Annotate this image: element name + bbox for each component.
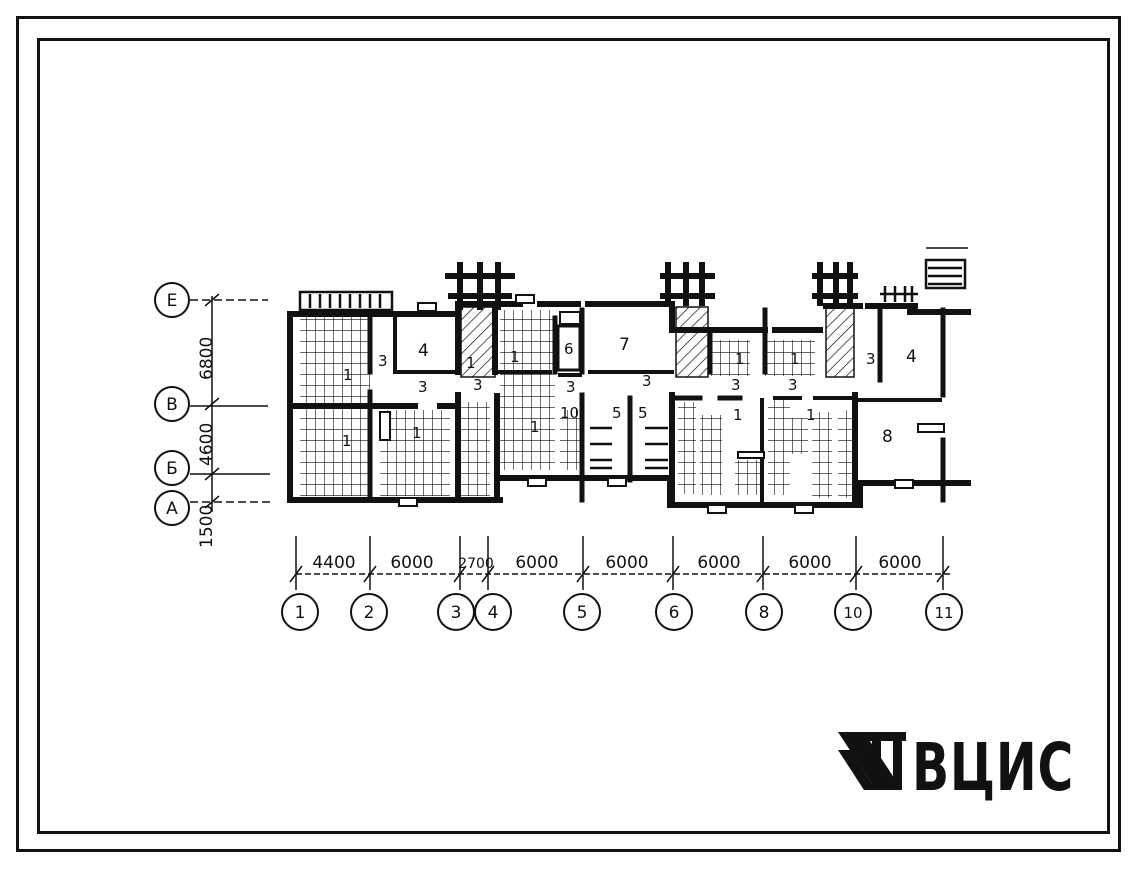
column-axes	[281, 593, 963, 631]
axis-label: Е	[167, 291, 178, 311]
sheet-outer-frame	[16, 16, 1121, 852]
stairs	[298, 247, 968, 470]
room-num: 3	[378, 352, 388, 370]
logo-text: ВЦИС	[912, 729, 1074, 806]
dim-row: 1500	[197, 505, 217, 548]
dim-row: 6800	[197, 337, 217, 380]
vtsis-logo: ВЦИС	[838, 729, 1074, 806]
dim-col: 6000	[605, 553, 648, 573]
room-num: 1	[733, 406, 743, 424]
room-num: 3	[788, 376, 798, 394]
axis-label: А	[166, 499, 178, 519]
room-num: 3	[418, 378, 428, 396]
room-num: 1	[510, 348, 520, 366]
room-num: 5	[638, 404, 648, 422]
axis-label: 8	[759, 603, 770, 623]
room-num: 1	[790, 350, 800, 368]
room-num: 10	[560, 404, 579, 422]
row-axes: Е В Б А 6800 4600 1500	[154, 282, 272, 548]
dim-col: 6000	[788, 553, 831, 573]
room-num: 1	[806, 406, 816, 424]
room-num: 1	[342, 432, 352, 450]
room-num: 4	[906, 347, 917, 367]
room-num: 3	[566, 378, 576, 396]
axis-label: 2	[364, 603, 375, 623]
roof-risers	[445, 262, 858, 310]
walls	[287, 301, 971, 508]
room-num: 3	[866, 350, 876, 368]
dim-row: 4600	[197, 423, 217, 466]
axis-label: 4	[488, 603, 499, 623]
room-num: 5	[612, 404, 622, 422]
axis-label: Б	[166, 459, 178, 479]
axis-label: В	[166, 395, 178, 415]
room-num: 1	[343, 366, 353, 384]
column-dim-values: 4400 6000 2700 6000 6000 6000 6000 6000	[312, 553, 921, 573]
axis-label: 11	[934, 604, 953, 622]
column-axis-labels: 1 2 3 4 5 6 8 10 11	[295, 603, 954, 623]
room-num: 1	[735, 350, 745, 368]
logo-mark-icon	[838, 732, 906, 790]
room-num: 6	[564, 340, 574, 358]
dim-col: 6000	[697, 553, 740, 573]
axis-label: 6	[669, 603, 680, 623]
room-num: 4	[418, 341, 429, 361]
axis-label: 5	[577, 603, 588, 623]
axis-label: 1	[295, 603, 306, 623]
dim-col: 4400	[312, 553, 355, 573]
axis-row-A: А	[154, 490, 272, 526]
room-num: 3	[731, 376, 741, 394]
sheet-inner-frame	[37, 38, 1110, 834]
dim-col: 6000	[390, 553, 433, 573]
room-num: 1	[412, 424, 422, 442]
room-num: 3	[642, 372, 652, 390]
room-num: 1	[466, 354, 476, 372]
axis-label: 3	[451, 603, 462, 623]
room-num: 8	[882, 427, 893, 447]
dim-col: 2700	[458, 556, 494, 572]
room-labels: 3 4 1 3 1 3 1 6 7 3 10 5 3 5 1 3 1 1 3 1…	[342, 335, 917, 450]
axis-row-B: Б	[154, 450, 270, 486]
room-num: 1	[530, 418, 540, 436]
axis-label: 10	[843, 604, 862, 622]
room-num: 3	[473, 376, 483, 394]
dim-col: 6000	[878, 553, 921, 573]
dim-col: 6000	[515, 553, 558, 573]
room-num: 7	[619, 335, 630, 355]
axis-row-V: В	[154, 386, 268, 422]
facade-openings	[379, 294, 945, 514]
axis-row-E: Е	[154, 282, 268, 318]
column-dimensions	[289, 536, 952, 590]
